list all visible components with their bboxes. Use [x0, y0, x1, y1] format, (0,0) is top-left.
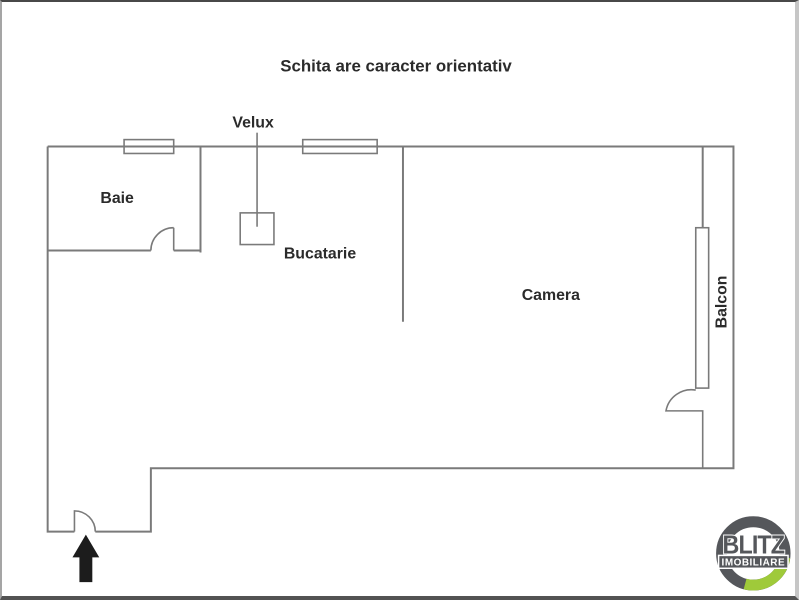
- room-label-camera: Camera: [522, 287, 580, 304]
- logo-subtext: IMOBILIARE: [722, 557, 786, 568]
- room-label-baie: Baie: [100, 190, 134, 207]
- agency-logo: BLITZ IMOBILIARE: [716, 516, 791, 591]
- balcony-window: [694, 226, 710, 389]
- entrance-arrow-icon: [72, 534, 100, 583]
- room-label-bucatarie: Bucatarie: [284, 245, 356, 262]
- outer-walls: [46, 145, 735, 533]
- baie-walls: [47, 146, 202, 253]
- room-label-balcon: Balcon: [714, 276, 731, 329]
- baie-door: [150, 226, 175, 251]
- entrance-door: [73, 510, 97, 532]
- logo-band: [717, 554, 789, 570]
- plan-title: Schita are caracter orientativ: [280, 56, 512, 75]
- velux-label: Velux: [232, 115, 274, 132]
- balcony-door: [665, 388, 704, 469]
- baie-window: [123, 138, 175, 155]
- kitchen-window: [301, 138, 378, 155]
